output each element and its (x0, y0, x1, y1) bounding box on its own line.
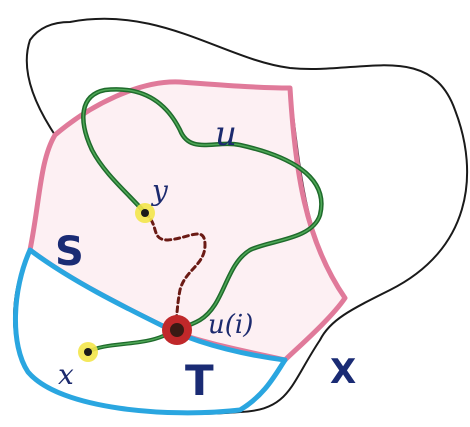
label-X: X (330, 352, 356, 392)
label-u: u (215, 114, 237, 154)
label-T: T (185, 356, 214, 405)
point-ui-center (170, 323, 184, 337)
label-ui: u(i) (208, 310, 253, 340)
label-S: S (55, 229, 84, 275)
label-y: y (150, 174, 169, 207)
label-x: x (58, 358, 74, 391)
point-x-dot-icon (84, 348, 92, 356)
point-y-dot-icon (141, 209, 149, 217)
